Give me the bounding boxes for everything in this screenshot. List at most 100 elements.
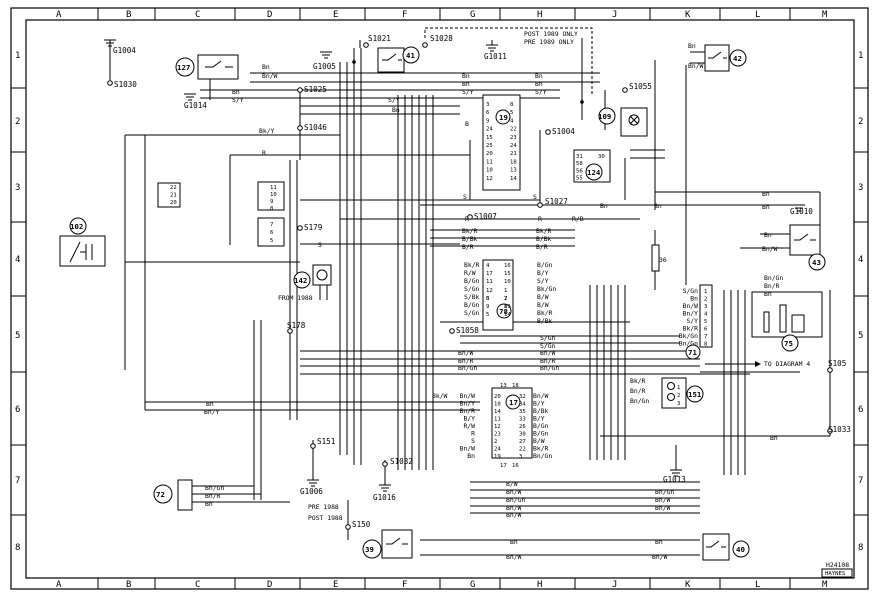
harness-vertical-bundle [253,48,746,500]
grid-column-label-bottom: C [195,580,200,590]
pin-number: 58 [576,161,583,167]
wire-label: Bn/Gn [630,397,649,405]
pin-number: 30 [598,154,605,160]
pin-number: 9 [270,199,273,205]
pin-number: 5 [486,312,489,318]
wire-label: B/W [537,293,549,301]
wire-label: Bn/W [762,245,778,253]
wire-label: B/Gn [533,430,549,438]
grid-column-label-bottom: F [402,580,407,590]
pin-number: 3 [704,304,707,310]
pin-number: 26 [519,424,526,430]
connector-11-block [257,181,285,211]
wire-label: Bn/Gn [679,340,698,348]
grid-column-label-bottom: E [333,580,338,590]
wire-label: Bn/Gn [506,496,525,504]
pin-number: 31 [576,154,583,160]
wire-label: S [463,193,467,201]
pin-number: 20 [170,200,177,206]
drawing-number: H24108 [826,561,849,569]
component-42-switch [704,44,747,72]
component-72-label: 72 [156,490,165,499]
wire-label: Bk/R [537,309,553,317]
pin-number: 10 [486,168,493,174]
pin-number: 25 [486,143,493,149]
wire-label: Bn [510,538,518,546]
pin-number: 21 [170,193,177,199]
wire-label: Bn [467,452,475,460]
fuse-36-label: 36 [659,256,667,264]
wire-label: B/Bk [533,407,549,415]
grid-row-label-left: 3 [15,183,20,193]
pin-number: 10 [504,279,511,285]
wire-label: Bn/R [460,407,476,415]
wire-label: B/Bk [462,235,478,243]
ground-g1016: G1016 [373,493,396,502]
pin-number: 1 [504,288,507,294]
pin-number: 2 [677,393,680,399]
grid-column-label-top: B [126,10,131,20]
wire-label: Bn/W [652,553,668,561]
pin-number: 13 [504,304,511,310]
pin-number: 1 [704,289,707,295]
pin-number: 2 [704,297,707,303]
pin-number: 1 [677,385,680,391]
wire-label: S/Gn [540,334,556,342]
component-19-connector [482,94,521,191]
pin-number: 6 [486,110,489,116]
pin-number: 4 [704,312,708,318]
wire-label: Bk/R [630,377,646,385]
note-pre-1989: PRE 1989 ONLY [524,38,574,46]
splice-s1033: S1033 [828,425,851,434]
wire-label: B/Gn [533,422,549,430]
fuse-36 [651,244,660,272]
component-127-label: 127 [177,63,190,72]
component-43-switch [789,224,826,271]
pin-number: 7 [270,222,273,228]
wire-label: Bn [392,106,400,114]
wire-label: Bn [764,231,772,239]
horizontal-wires [125,51,830,556]
pin-number: 10 [494,402,501,408]
grid-column-label-top: K [685,10,691,20]
wire-label: R [538,215,542,223]
pin-number: 6 [486,296,489,302]
wire-label: Bn/Y [204,408,220,416]
wire-label: B/Gn [464,277,480,285]
ground-g1013: G1013 [663,475,686,484]
pin-number: 3 [519,454,522,460]
pin-number: 6 [270,230,273,236]
grid-row-label-right: 6 [858,405,863,415]
wire-label: Bn/W [533,392,549,400]
component-109-lamp [598,107,648,137]
component-124-label: 124 [587,168,601,177]
pin-number: 27 [519,439,526,445]
wire-label: B/W [533,437,545,445]
grid-column-label-top: L [755,10,760,20]
wire-label: Bn/Gn [655,488,674,496]
grid-column-label-top: E [333,10,338,20]
component-124-relay [573,149,611,183]
pin-number: 20 [486,151,493,157]
wire-label: Bn/Gn [205,484,224,492]
grid-column-label-top: M [822,10,828,20]
grid-column-label-bottom: M [822,580,828,590]
wire-label: S/Gn [683,287,699,295]
grid-row-label-left: 8 [15,543,20,553]
pin-number: 24 [510,143,517,149]
wire-label: Bn/W [460,445,476,453]
splice-s1004: S1004 [552,127,575,136]
component-40-label: 40 [736,545,745,554]
pin-number: 24 [494,447,501,453]
component-75-unit [751,291,823,352]
wire-label: S [533,193,537,201]
grid-column-label-bottom: A [56,580,62,590]
component-127-switch [175,54,239,80]
